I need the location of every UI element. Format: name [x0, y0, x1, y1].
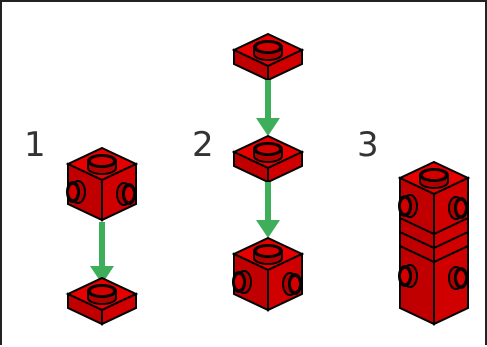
down-arrow-icon — [256, 118, 280, 136]
step3-assembly — [397, 160, 471, 326]
step-number-2: 2 — [192, 125, 214, 165]
step2-middle-plate — [234, 136, 302, 182]
down-arrow-icon — [90, 266, 114, 284]
step2-brick — [233, 238, 302, 310]
step2-top-plate — [234, 34, 302, 80]
step-number-1: 1 — [24, 125, 46, 165]
down-arrow-icon — [256, 220, 280, 238]
step-number-3: 3 — [357, 125, 379, 165]
step1-brick — [67, 148, 136, 220]
step1-plate — [68, 278, 136, 324]
